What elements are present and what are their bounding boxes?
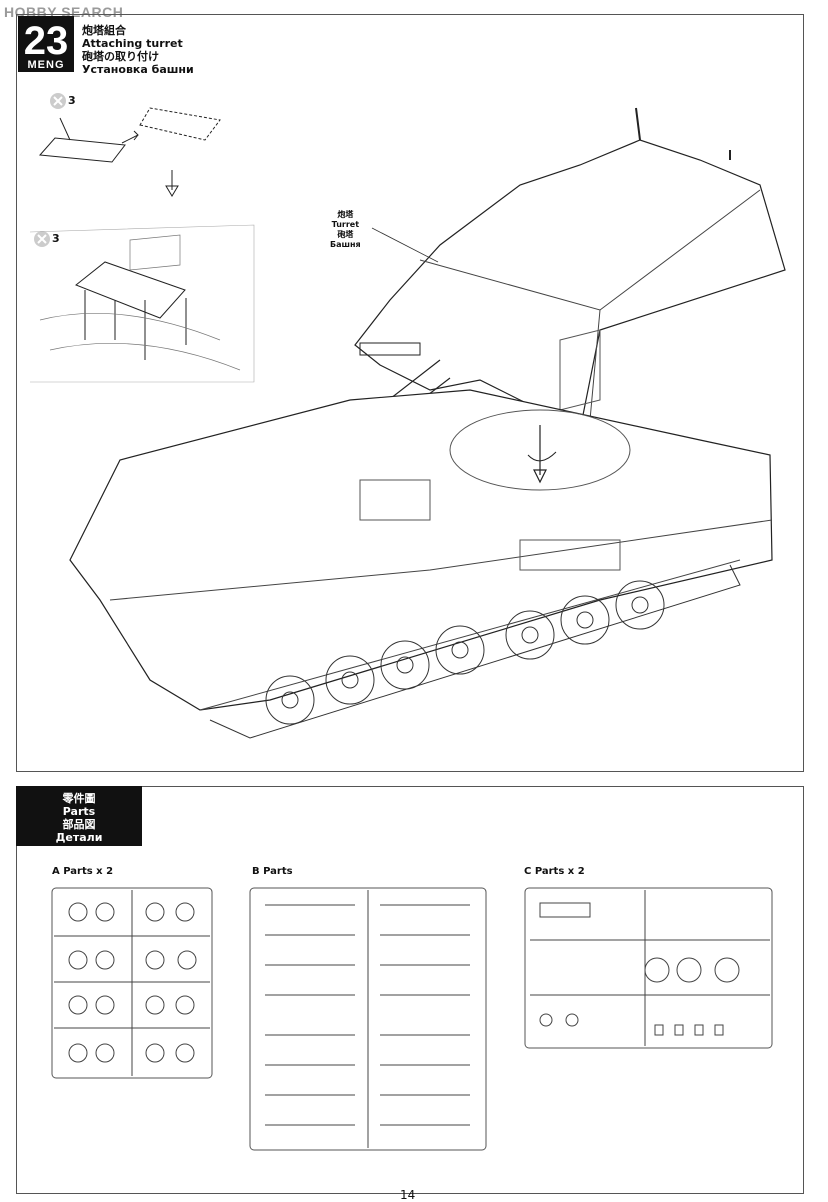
step-title: 炮塔組合 Attaching turret 砲塔の取り付け Установка … xyxy=(82,24,194,76)
callout-2-count: 3 xyxy=(52,232,60,245)
parts-header: 零件圖 Parts 部品図 Детали xyxy=(16,786,142,846)
parts-header-en: Parts xyxy=(62,805,96,818)
step-frame xyxy=(16,14,804,772)
parts-header-ru: Детали xyxy=(55,831,103,844)
sprue-b-label: B Parts xyxy=(252,866,293,877)
parts-header-ja: 部品図 xyxy=(62,818,96,831)
sprue-b-parts xyxy=(265,890,470,1148)
step-title-ja: 砲塔の取り付け xyxy=(82,50,159,63)
step-title-ru: Установка башни xyxy=(82,63,194,76)
brand-logo: MENG xyxy=(18,58,74,72)
callout-1-count: 3 xyxy=(68,94,76,107)
turret-label-zh: 炮塔 xyxy=(337,210,354,219)
sprue-c-label: C Parts x 2 xyxy=(524,866,585,877)
step-title-en: Attaching turret xyxy=(82,37,183,50)
turret-label: 炮塔 Turret 砲塔 Башня xyxy=(330,210,361,250)
callout-2-icon xyxy=(34,231,50,247)
parts-frame xyxy=(16,786,804,1194)
sprue-c-parts xyxy=(530,890,770,1046)
parts-header-zh: 零件圖 xyxy=(62,792,96,805)
turret-label-ru: Башня xyxy=(330,240,361,249)
page-number: 14 xyxy=(400,1188,416,1202)
callout-1-icon xyxy=(50,93,66,109)
turret-label-en: Turret xyxy=(331,220,360,229)
sprue-a-parts xyxy=(54,890,210,1076)
turret-label-ja: 砲塔 xyxy=(337,230,354,239)
sprue-a-label: A Parts x 2 xyxy=(52,866,114,877)
step-title-zh: 炮塔組合 xyxy=(82,24,126,37)
road-wheels xyxy=(265,580,665,725)
